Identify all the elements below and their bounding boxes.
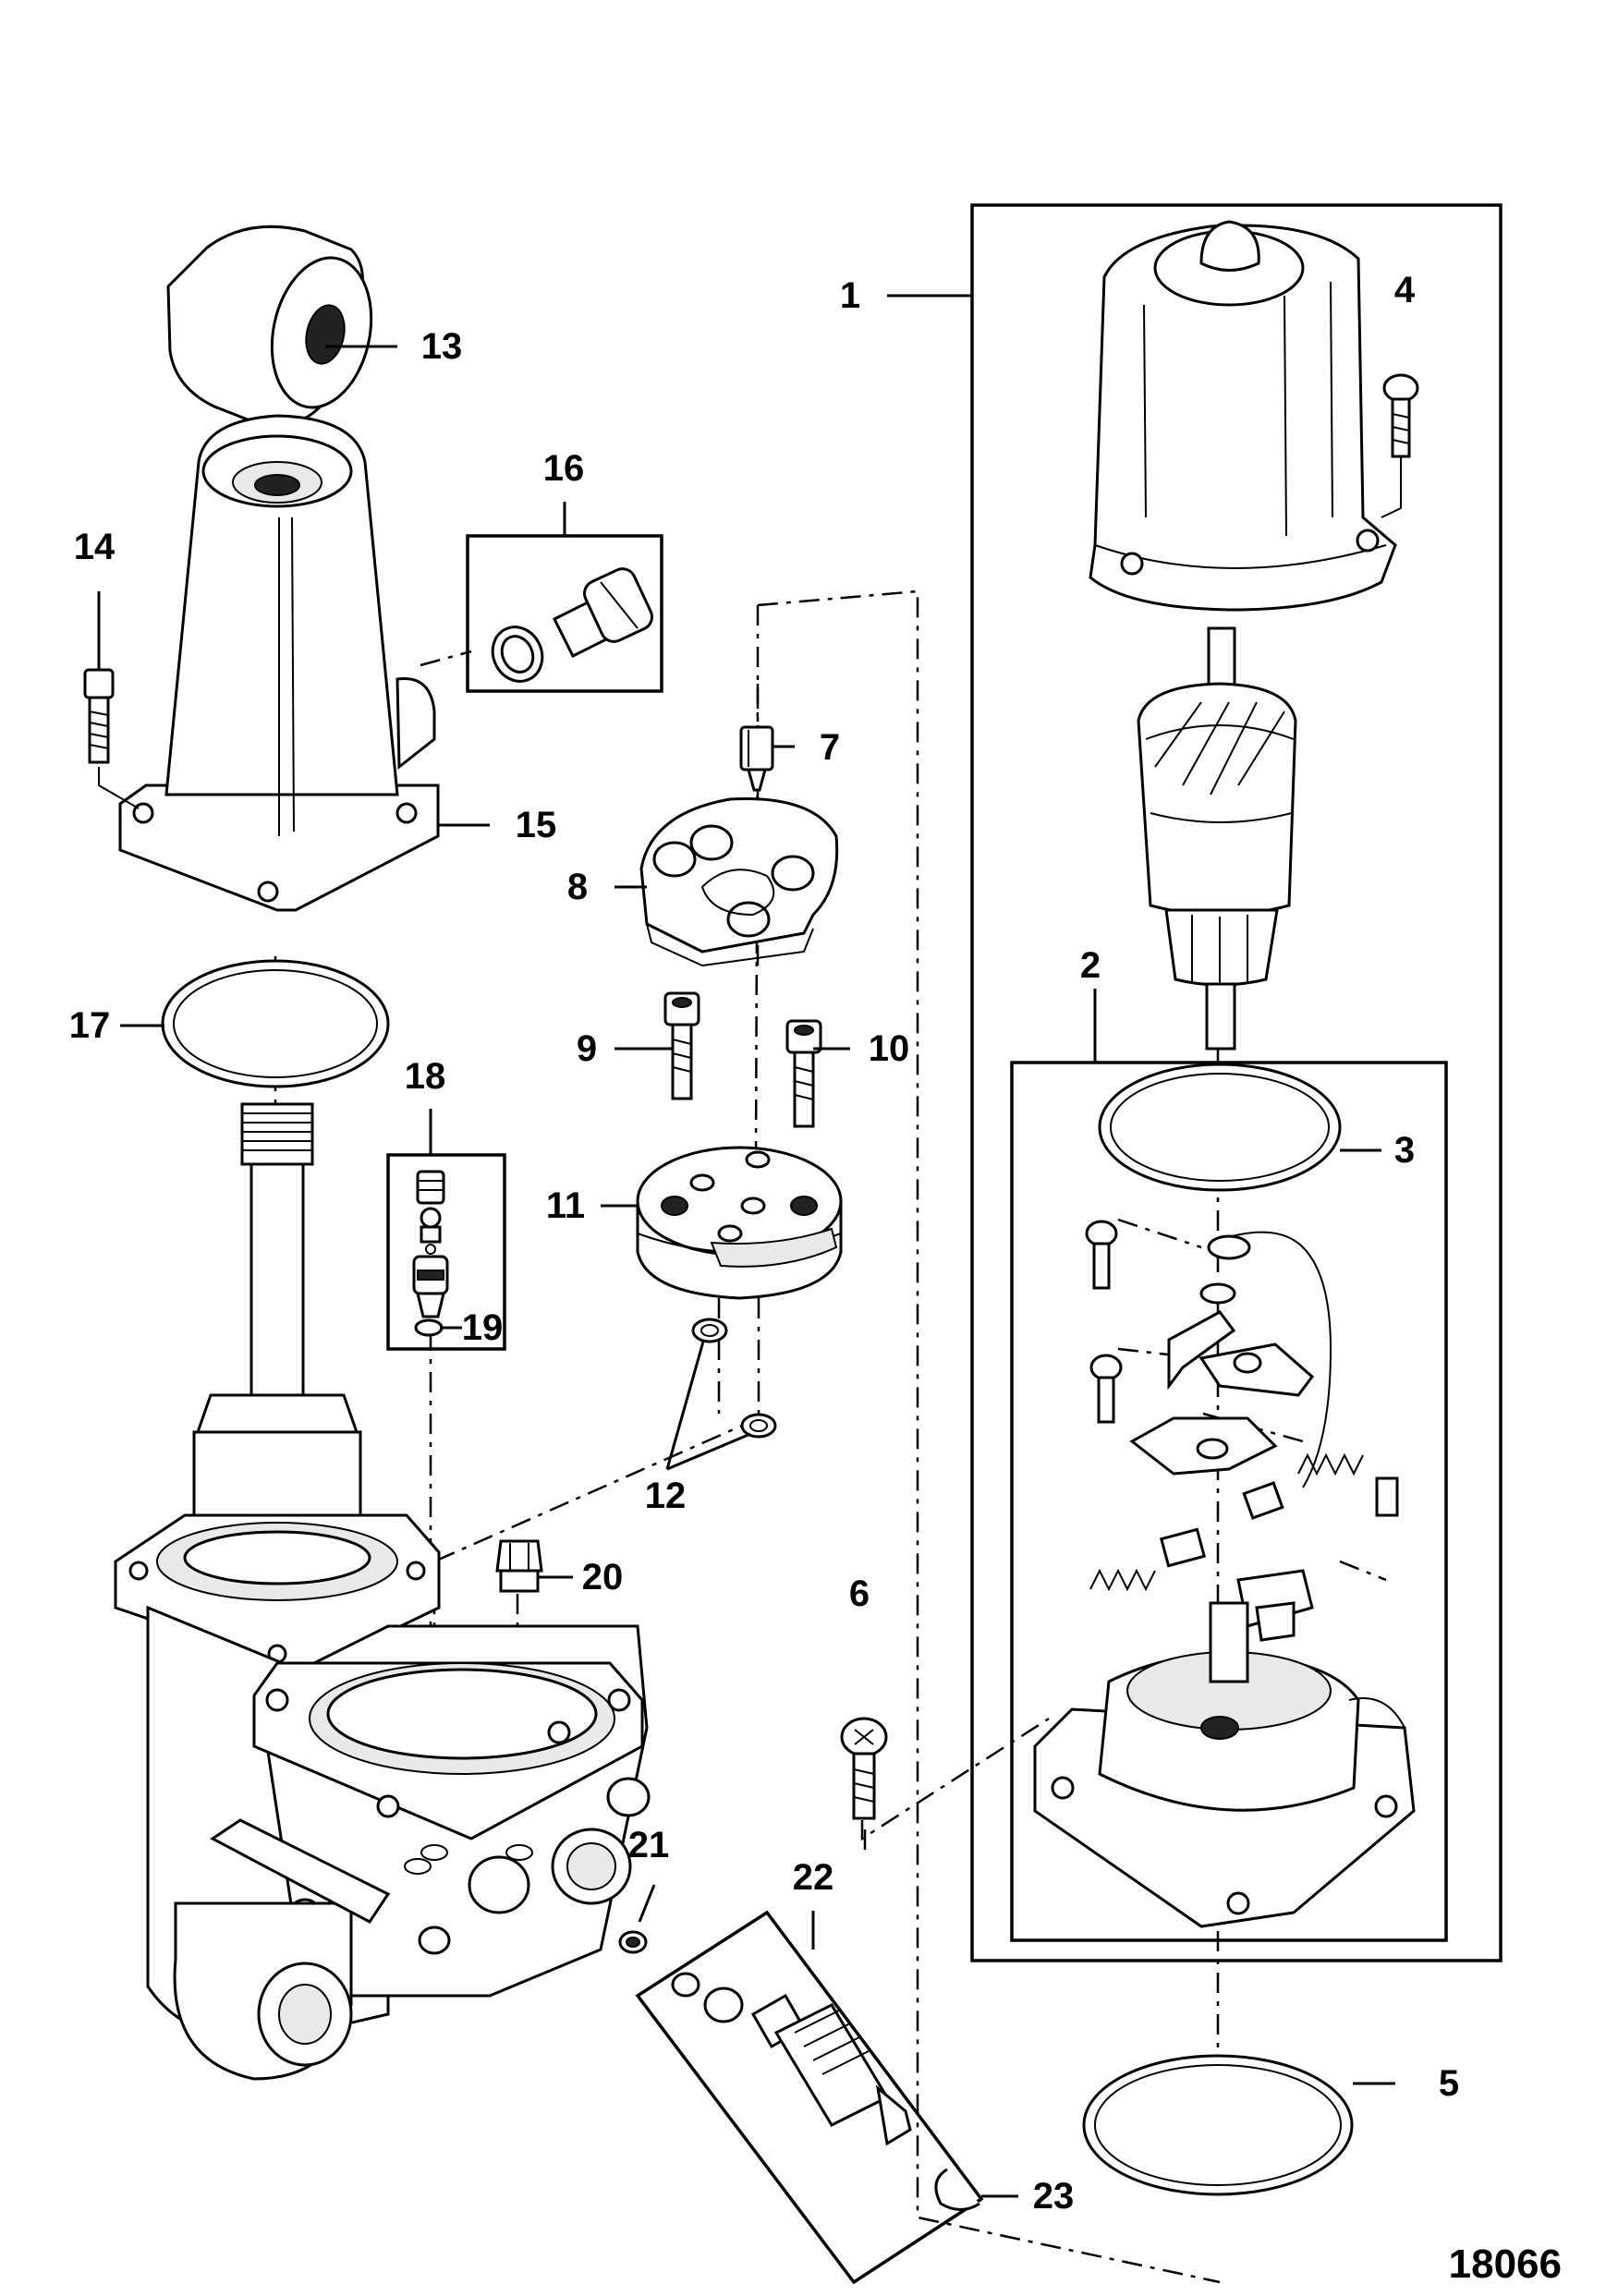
part-19-o-ring	[414, 1318, 444, 1337]
callout-22: 22	[793, 1857, 834, 1898]
part-5-o-ring	[1082, 2054, 1354, 2196]
callout-5: 5	[1439, 2063, 1459, 2104]
callout-21: 21	[628, 1825, 670, 1865]
part-2-brush-plate	[1085, 1220, 1399, 1642]
part-17-o-ring-inner	[173, 969, 378, 1078]
part-14-screw	[83, 668, 140, 809]
figure-reference-number: 18066	[1449, 2241, 1562, 2287]
callout-13: 13	[421, 326, 463, 367]
part-1-armature	[1137, 626, 1297, 1051]
callout-3: 3	[1394, 1130, 1415, 1171]
part-7-pin	[739, 725, 774, 792]
callout-11: 11	[546, 1185, 585, 1226]
callout-12: 12	[645, 1476, 687, 1516]
leader-lines	[97, 294, 1395, 2198]
callout-17: 17	[69, 1005, 111, 1046]
part-10-screw	[785, 1019, 822, 1128]
callout-labels: 1 2 3 4 5 6 7 8 9 10 11 12 13 14 15 16 1…	[69, 270, 1562, 2287]
callout-10: 10	[869, 1028, 910, 1069]
callout-2: 2	[1080, 945, 1101, 986]
part-8-plate	[639, 797, 839, 967]
callout-7: 7	[820, 727, 840, 768]
part-11-pump	[636, 1146, 843, 1300]
pump-body	[114, 1102, 651, 2081]
callout-9: 9	[577, 1028, 597, 1069]
part-16-fill-plug	[491, 567, 653, 683]
part-1-motor-housing	[1089, 220, 1397, 612]
callout-1: 1	[840, 275, 860, 316]
part-17-o-ring	[161, 959, 390, 1088]
callout-19: 19	[462, 1307, 504, 1348]
callout-14: 14	[74, 527, 116, 567]
part-23-retaining-ring	[934, 2168, 980, 2211]
part-9-screw	[663, 991, 700, 1100]
part-22-release-valve	[671, 1972, 912, 2146]
callout-18: 18	[405, 1056, 446, 1097]
part-3-o-ring	[1098, 1063, 1342, 1192]
part-18-valve	[412, 1170, 449, 1318]
callout-23: 23	[1033, 2176, 1075, 2217]
part-6-screw	[840, 1717, 888, 1820]
callout-16: 16	[543, 448, 585, 489]
valve-kit-box	[386, 1153, 506, 1351]
callout-8: 8	[567, 867, 588, 907]
callout-20: 20	[582, 1557, 624, 1597]
callout-15: 15	[516, 805, 557, 845]
part-2-end-frame	[1033, 1601, 1416, 1928]
part-20-fitting	[495, 1539, 543, 1593]
manual-release-valve-kit-box	[635, 1910, 984, 2285]
part-12-o-rings	[691, 1318, 777, 1439]
end-frame-assembly-box	[1010, 1061, 1448, 1942]
part-21-o-ring	[618, 1930, 648, 1954]
callout-4: 4	[1394, 270, 1416, 310]
part-13-filter	[166, 225, 373, 429]
motor-assembly-box	[970, 203, 1503, 1962]
part-15-reservoir	[118, 414, 440, 912]
callout-6: 6	[849, 1573, 870, 1614]
part-4-screw	[1381, 373, 1419, 518]
